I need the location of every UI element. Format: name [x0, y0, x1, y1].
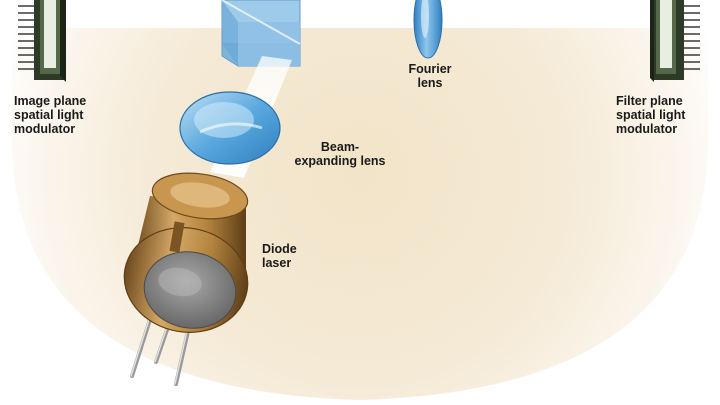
label-beam-expanding-lens-line1: Beam- — [320, 140, 360, 154]
label-filter-plane-slm: Filter plane spatial light modulator — [616, 94, 685, 136]
label-diode-laser: Diode laser — [262, 242, 297, 270]
label-image-plane-slm-line2: spatial light — [14, 108, 84, 122]
fourier-lens — [413, 0, 443, 59]
filter-plane-slm — [650, 0, 700, 82]
label-filter-plane-slm-line3: modulator — [616, 122, 678, 136]
image-plane-slm — [18, 0, 66, 82]
label-image-plane-slm-line3: modulator — [14, 122, 76, 136]
label-fourier-lens-line1: Fourier — [408, 62, 452, 76]
label-fourier-lens-line2: lens — [417, 76, 443, 90]
label-fourier-lens: Fourier lens — [400, 62, 460, 90]
label-image-plane-slm-line1: Image plane — [14, 94, 87, 108]
top-light-band — [40, 0, 690, 24]
label-diode-laser-line1: Diode — [262, 242, 297, 256]
label-diode-laser-line2: laser — [262, 256, 292, 270]
label-filter-plane-slm-line2: spatial light — [616, 108, 686, 122]
label-beam-expanding-lens: Beam- expanding lens — [292, 140, 388, 168]
beam-splitter-cube — [221, 0, 301, 67]
label-filter-plane-slm-line1: Filter plane — [616, 94, 683, 108]
diode-laser — [123, 172, 249, 386]
label-beam-expanding-lens-line2: expanding lens — [294, 154, 386, 168]
beam-expanding-lens — [179, 91, 281, 165]
label-image-plane-slm: Image plane spatial light modulator — [14, 94, 86, 136]
